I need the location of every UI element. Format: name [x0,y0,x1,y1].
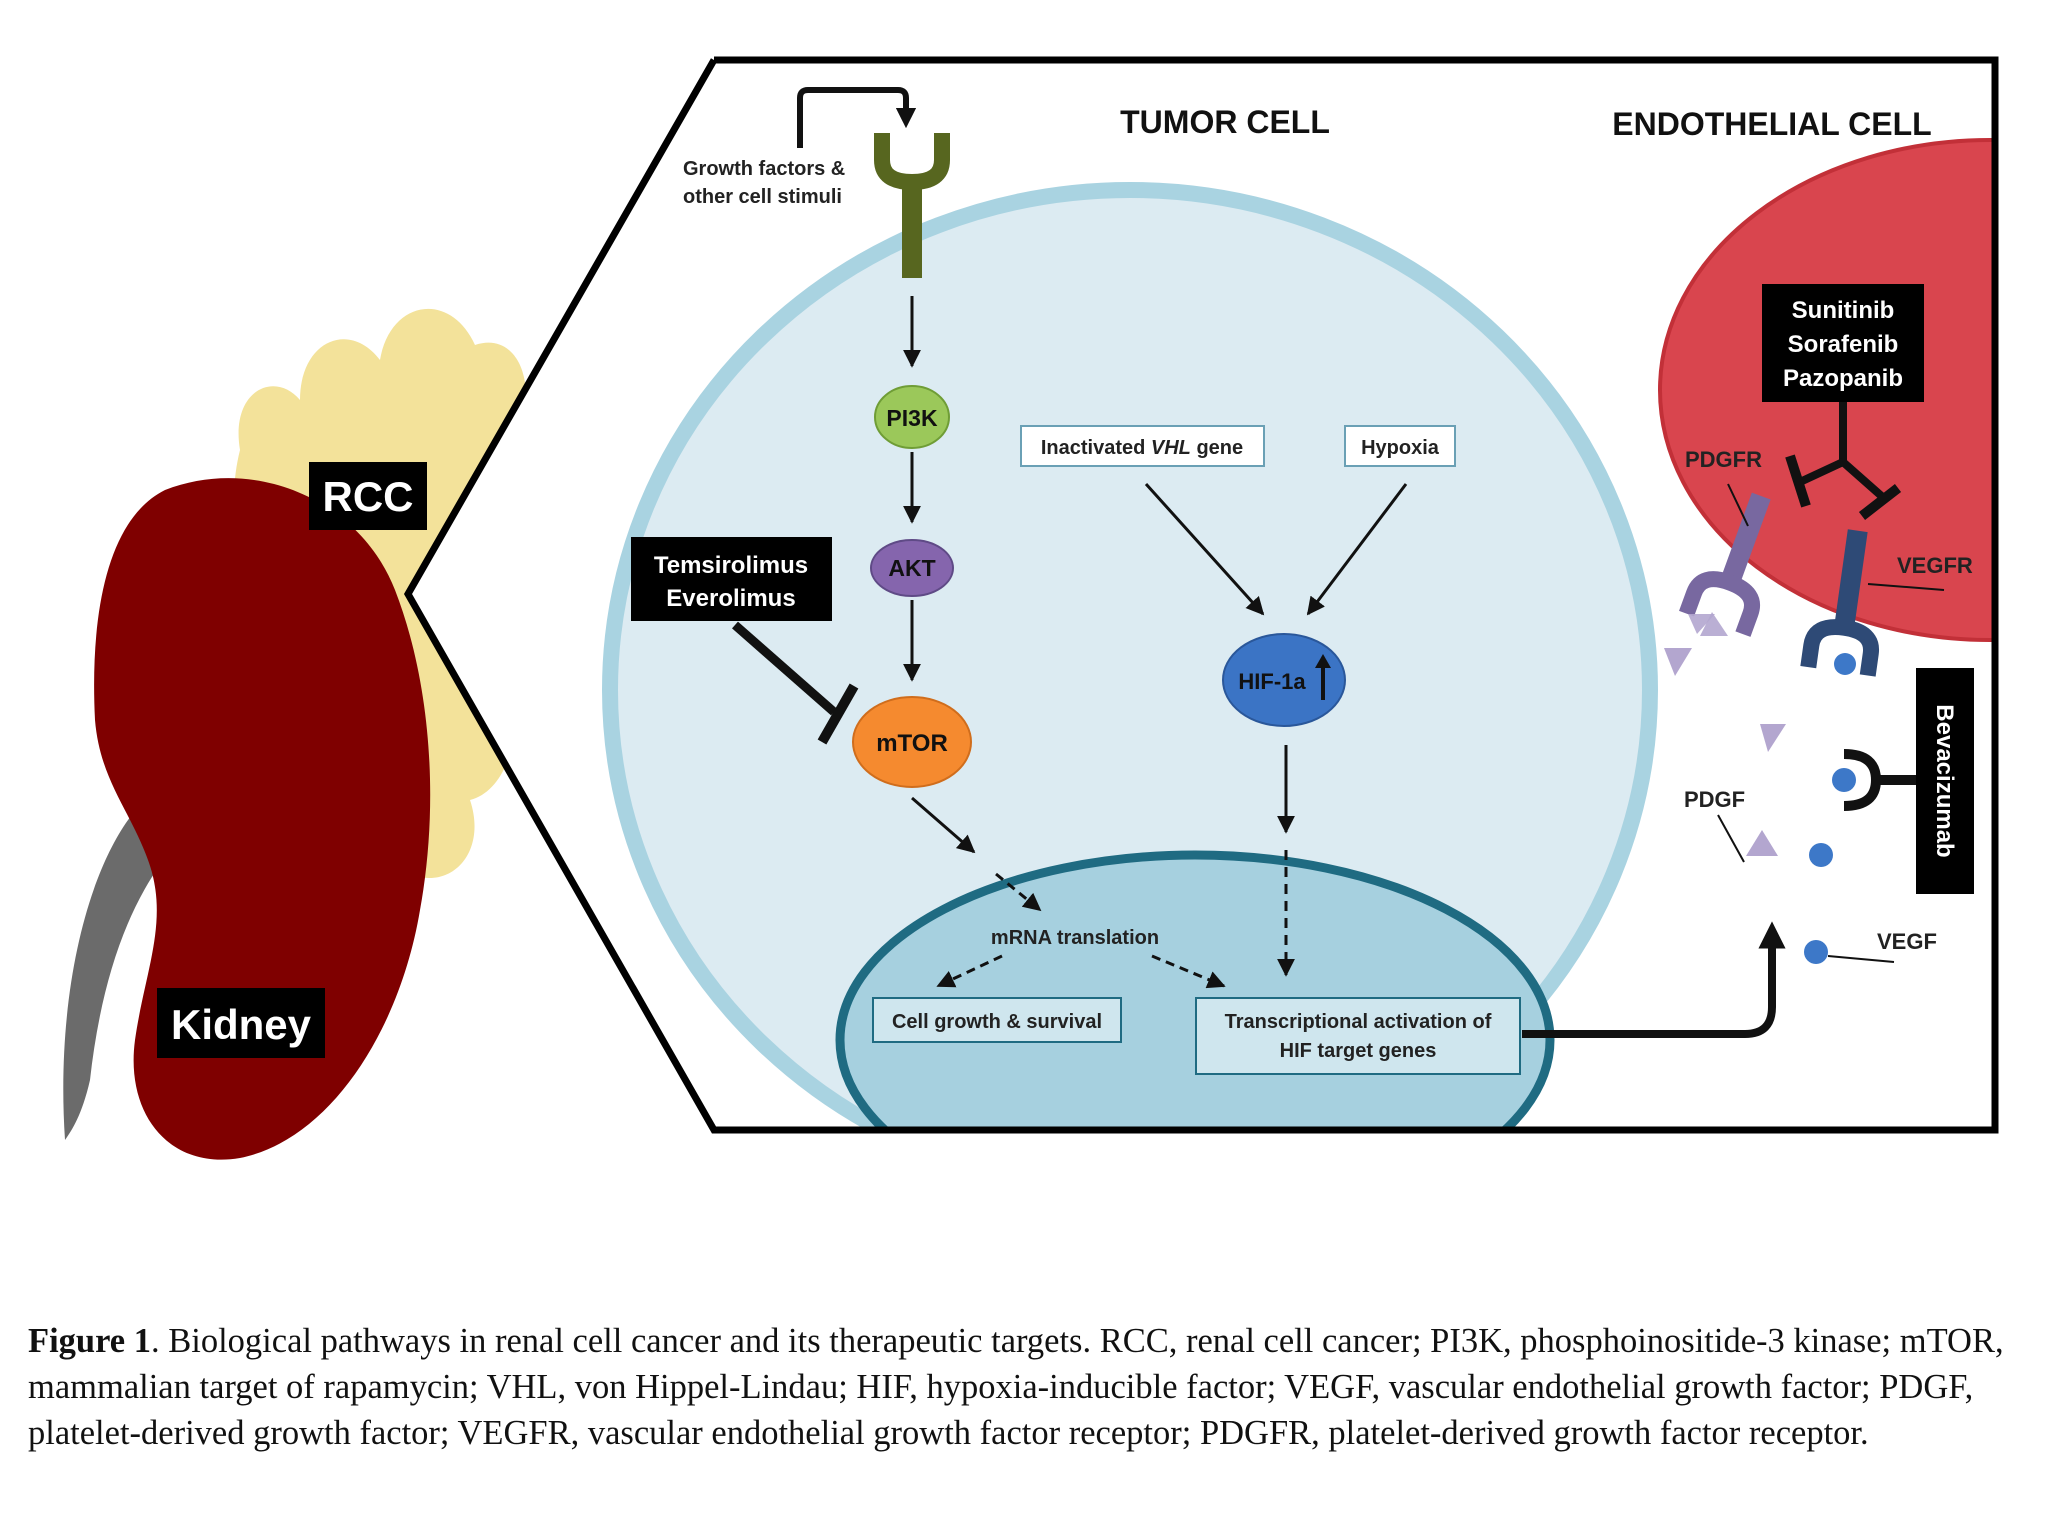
vhl-label: Inactivated VHL gene [1041,437,1243,459]
figure-caption-label: Figure 1 [28,1322,151,1360]
pdgf-ligand [1760,724,1786,752]
mtor-inhibition-line [732,621,837,716]
pdgfr-receptor [1679,492,1771,637]
translation-to-growth-arrow [936,954,1003,988]
tki-drug-sunitinib: Sunitinib [1792,297,1895,324]
kidney-illustration: RCC Kidney [63,308,550,1160]
rcc-label-box [309,462,427,530]
kidney-label: Kidney [171,1001,312,1048]
mtor-inhibitor-box [631,537,832,621]
vegf-bound-bevacizumab [1832,768,1856,792]
hypoxia-label: Hypoxia [1361,437,1440,459]
zoom-panel: TUMOR CELL ENDOTHELIAL CELL Growth facto… [403,56,1999,1134]
vhl-to-hif-arrow [1144,482,1265,616]
growth-factors-label-line2: other cell stimuli [683,186,842,208]
mtor-node [852,696,972,788]
mtor-inhibitor-line2: Everolimus [666,585,795,612]
figure-caption: Figure 1. Biological pathways in renal c… [28,1318,2028,1456]
hypoxia-box [1344,425,1456,467]
secretion-arrow [1522,921,1786,1038]
panel-frame [403,56,1999,1134]
transcription-label-line2: HIF target genes [1280,1040,1437,1062]
growth-signal-arrow [797,87,917,148]
bevacizumab-box [1916,668,1974,894]
pi3k-node [874,385,950,449]
ureter [63,805,180,1140]
tki-drug-pazopanib: Pazopanib [1783,365,1903,392]
transcription-label-line1: Transcriptional activation of [1225,1011,1492,1033]
pdgf-ligand [1746,830,1778,856]
pdgf-ligand [1700,612,1728,636]
vegf-label: VEGF [1877,929,1937,954]
vegf-pointer [1827,955,1895,963]
pdgf-ligand [1688,614,1715,634]
mrna-translation-label: mRNA translation [991,927,1159,949]
translation-to-transcription-arrow [1151,954,1226,989]
growth-factors-label-line1: Growth factors & [683,158,845,180]
vegf-ligand [1804,940,1828,964]
cell-growth-box [872,997,1122,1043]
vegfr-pointer [1867,583,1945,591]
hif-up-arrow-icon [1315,654,1331,700]
figure-caption-text: . Biological pathways in renal cell canc… [28,1322,2004,1452]
endothelial-cell [1658,138,1995,642]
translation-entry-arrow [995,872,1042,912]
hif-label: HIF-1a [1238,669,1306,694]
vegf-ligand [1809,843,1833,867]
vhl-box [1020,425,1265,467]
vegfr-receptor [1800,529,1879,677]
vegfr-label: VEGFR [1897,553,1973,578]
cell-growth-label: Cell growth & survival [892,1011,1102,1033]
pdgf-pointer [1717,814,1745,863]
akt-label: AKT [888,555,935,581]
pdgfr-pointer [1727,483,1749,527]
pdgf-ligand [1664,648,1692,676]
tki-drugs-box [1762,284,1924,402]
akt-node [870,539,954,597]
hif-node [1222,633,1346,727]
pdgf-label: PDGF [1684,787,1745,812]
transcription-box [1195,997,1521,1075]
hypoxia-to-hif-arrow [1306,483,1408,616]
growth-factor-receptor [874,133,950,278]
pi3k-label: PI3K [886,405,938,431]
pdgfr-label: PDGFR [1685,447,1762,472]
bevacizumab-label: Bevacizumab [1931,704,1958,857]
mtor-label: mTOR [876,730,948,757]
tki-drug-sorafenib: Sorafenib [1788,331,1899,358]
mtor-inhibitor-line1: Temsirolimus [654,552,808,579]
kidney-label-box [157,988,325,1058]
endothelial-cell-title: ENDOTHELIAL CELL [1612,106,1931,142]
tki-inhibition-lines [1785,402,1902,520]
rcc-label: RCC [323,473,414,520]
mtor-inhibition-bar [817,683,859,745]
mtor-to-translation-arrow [911,796,976,854]
vegf-bound-vegfr [1834,653,1856,675]
tumor-cell-title: TUMOR CELL [1120,104,1330,140]
